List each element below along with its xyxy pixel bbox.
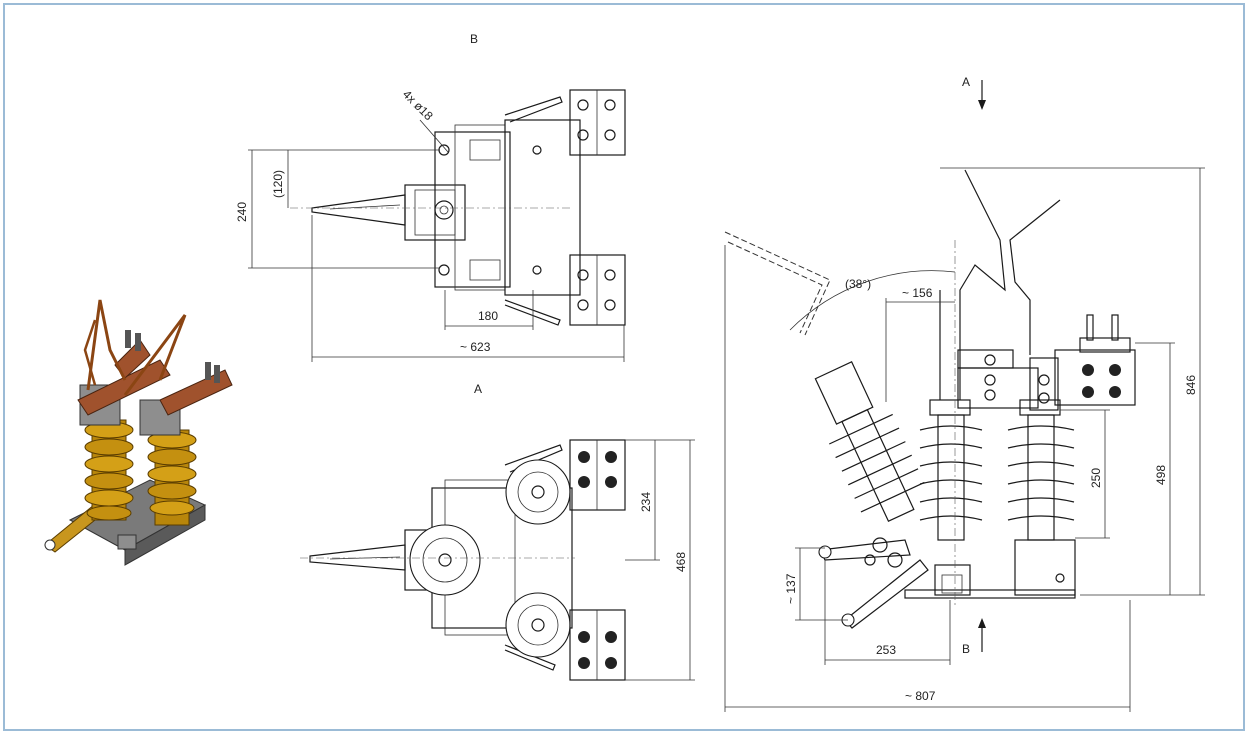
dim-holes: 4x ø18 [400, 87, 436, 123]
dim-180: 180 [478, 309, 498, 323]
sheet-frame [3, 3, 1245, 731]
dim-angle: (38°) [845, 277, 871, 291]
dim-807: ~ 807 [905, 689, 936, 703]
dim-253: 253 [876, 643, 896, 657]
dim-250: 250 [1089, 468, 1103, 488]
view-b-title: B [470, 32, 478, 46]
dim-846: 846 [1184, 375, 1198, 395]
dim-234: 234 [639, 492, 653, 512]
view-a-title: A [474, 382, 482, 396]
dim-468: 468 [674, 552, 688, 572]
section-arrow-b-label: B [962, 642, 970, 656]
view-a-front: A [300, 382, 695, 681]
isometric-illustration [44, 299, 233, 566]
dim-156: ~ 156 [902, 286, 933, 300]
view-b-plan: B [235, 32, 626, 362]
dim-137: ~ 137 [784, 573, 798, 604]
dim-240: 240 [235, 202, 249, 222]
dim-498: 498 [1154, 465, 1168, 485]
section-arrow-a-label: A [962, 75, 970, 89]
dim-623: ~ 623 [460, 340, 491, 354]
dim-120: (120) [271, 170, 285, 198]
side-view: A B (38°) [724, 75, 1205, 712]
